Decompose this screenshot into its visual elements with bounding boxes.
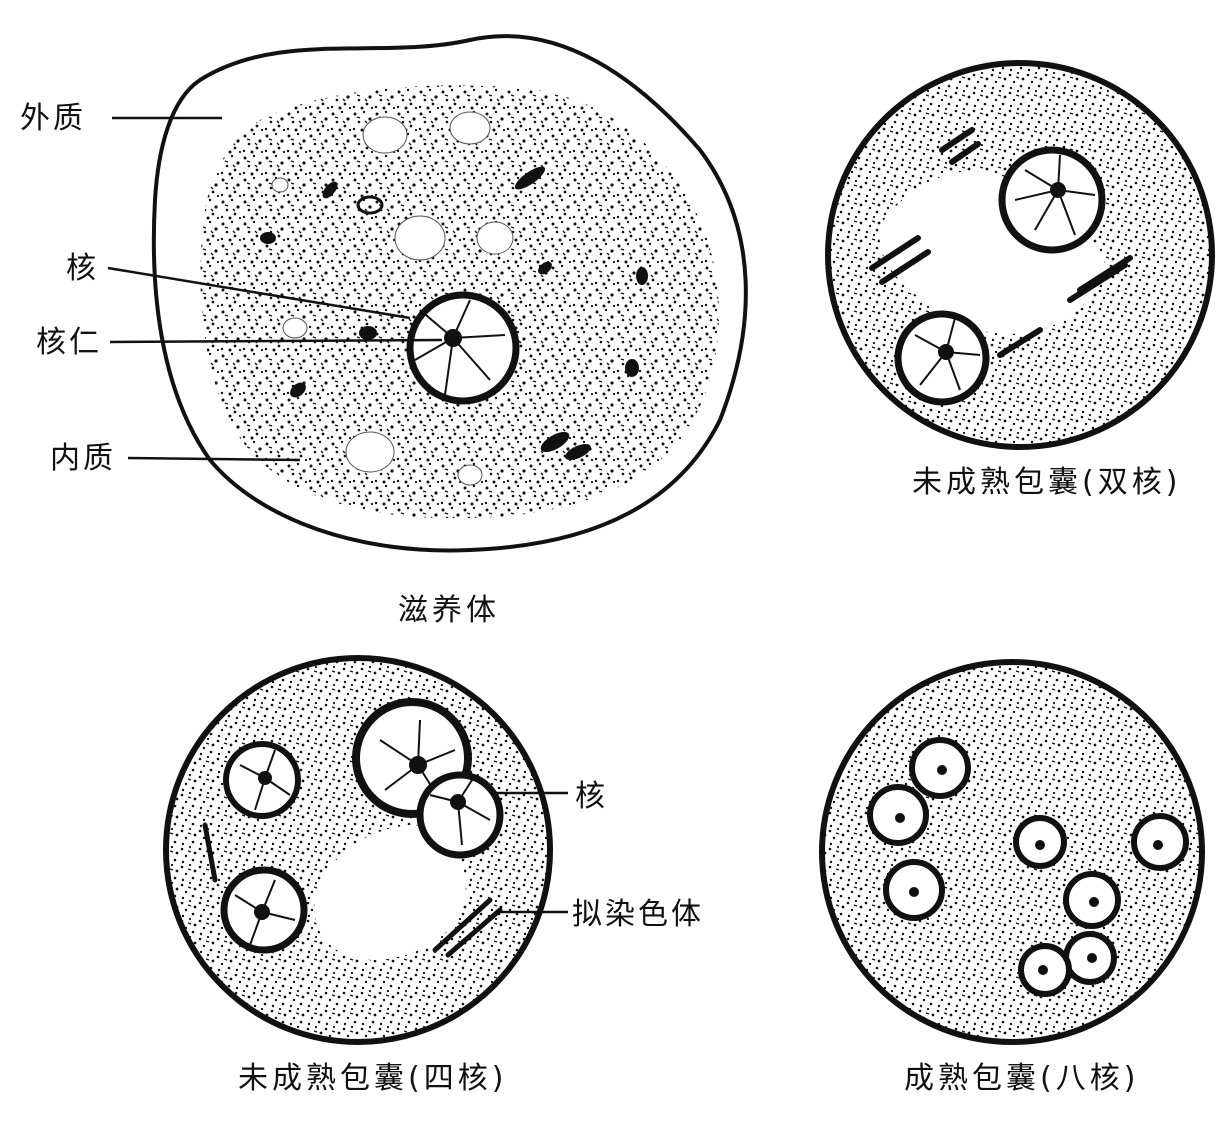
trophozoite-nucleus [406, 291, 520, 405]
immature-cyst-two-nuclei: 未成熟包囊(双核) [825, 60, 1215, 500]
cyst4-nucleus-4 [220, 866, 308, 954]
label-chromatoid: 拟染色体 [572, 897, 704, 932]
caption-cyst-eight-nuclei: 成熟包囊(八核) [904, 1061, 1139, 1096]
cyst4-nucleus-1 [223, 741, 301, 819]
label-endoplasm: 内质 [50, 441, 116, 476]
food-inclusions [260, 166, 648, 461]
label-cyst4-nucleus: 核 [575, 779, 608, 814]
caption-trophozoite: 滋养体 [398, 593, 500, 628]
cyst8-nuclei [867, 737, 1189, 997]
glycogen-vacuole [314, 825, 466, 960]
caption-cyst-two-nuclei: 未成熟包囊(双核) [912, 465, 1181, 500]
cyst8-karyosomes [895, 765, 1163, 975]
cyst4-nucleus-3 [416, 771, 504, 859]
trophozoite-leader-lines [107, 116, 443, 462]
cyst4-leader-lines [492, 791, 568, 914]
cyst4-chromatoids [202, 822, 503, 958]
label-ectoplasm: 外质 [20, 101, 86, 136]
caption-cyst-four-nuclei: 未成熟包囊(四核) [238, 1061, 507, 1096]
nucleus-2 [894, 310, 990, 406]
chromatoid-bodies [869, 127, 1133, 358]
vacuoles [271, 111, 514, 486]
label-nucleus: 核 [66, 251, 99, 286]
immature-cyst-four-nuclei: 核 拟染色体 未成熟包囊(四核) [163, 655, 704, 1096]
trophozoite: 外质 核 核仁 内质 滋养体 [20, 34, 748, 628]
mature-cyst-eight-nuclei: 成熟包囊(八核) [819, 659, 1205, 1096]
nucleus-1 [998, 146, 1106, 254]
label-karyosome: 核仁 [36, 325, 102, 360]
